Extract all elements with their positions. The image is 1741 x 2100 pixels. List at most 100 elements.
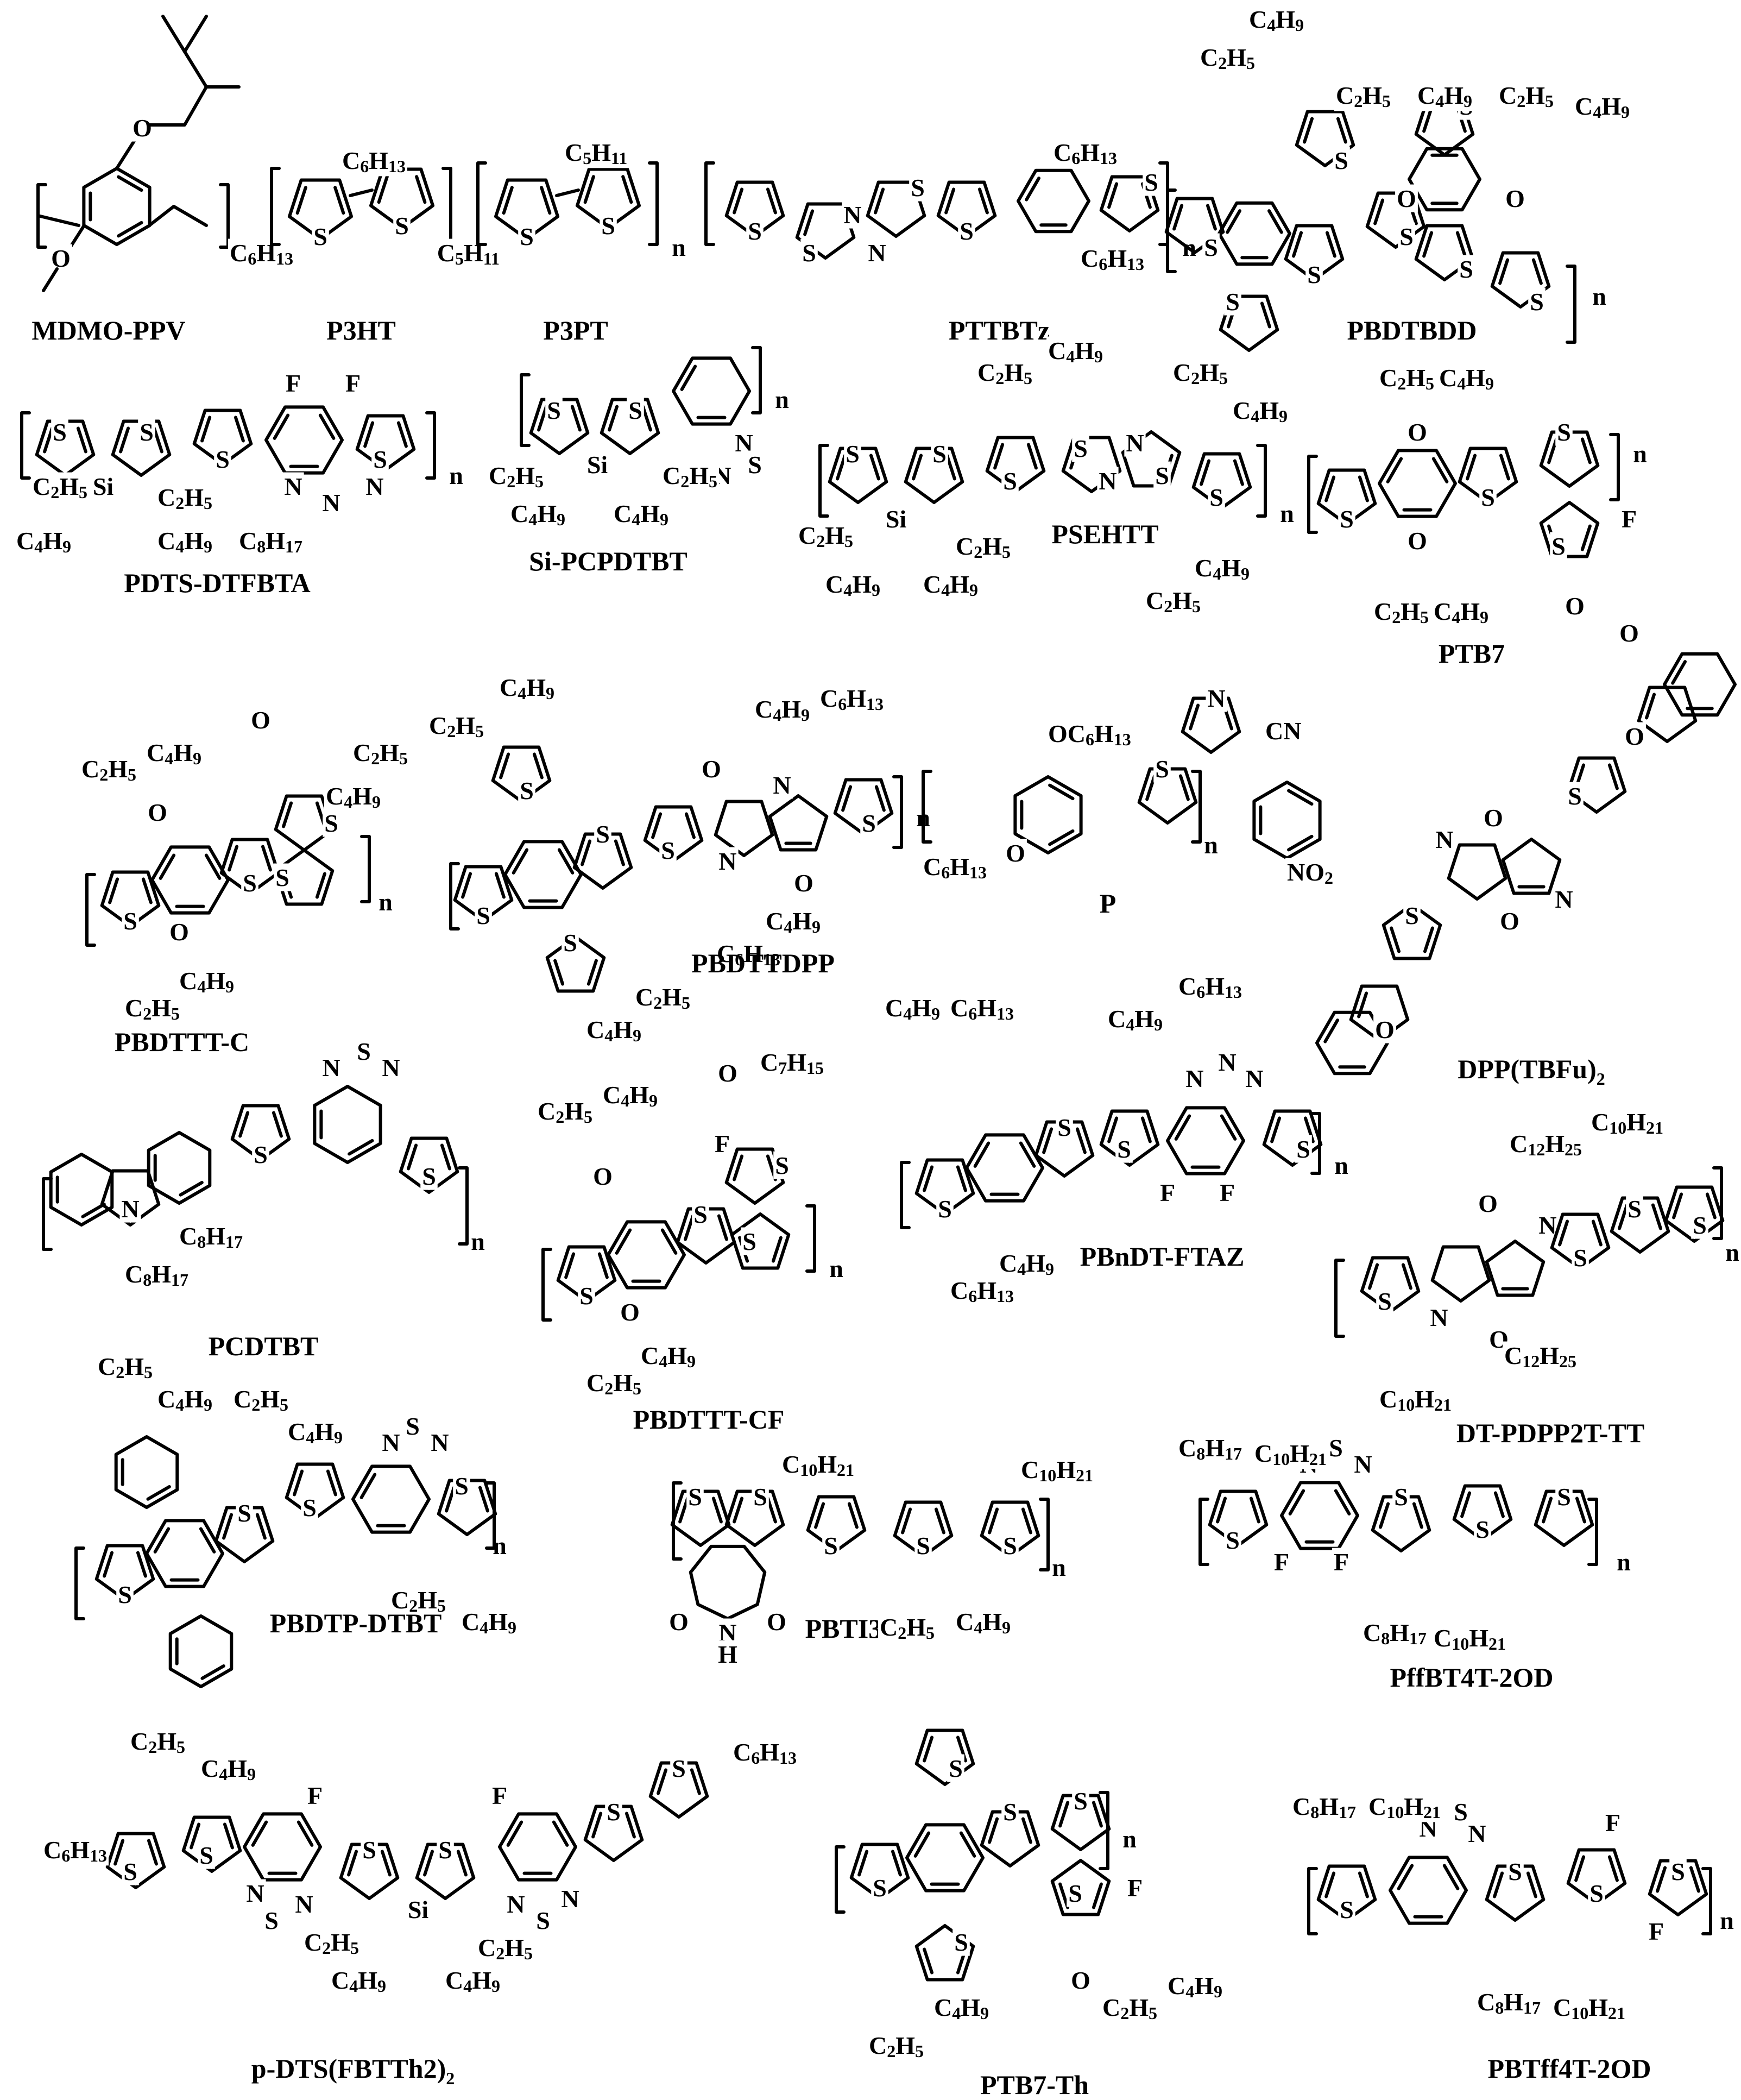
label-background — [1403, 901, 1421, 929]
label-background — [947, 1754, 964, 1782]
bond — [1025, 177, 1041, 202]
bond — [1493, 1491, 1505, 1518]
bond — [570, 405, 582, 432]
label-background — [91, 472, 116, 500]
atom-label-o: O — [593, 1162, 613, 1190]
compound-name-15: PBnDT-FTAZ — [1080, 1241, 1245, 1272]
bond — [1493, 1871, 1504, 1898]
atom-label-n: N — [322, 1054, 340, 1082]
atom-label-f: F — [1649, 1917, 1664, 1945]
atom-label-c4h9: C4H9 — [1195, 554, 1250, 584]
atom-label-o: O — [1478, 1190, 1498, 1217]
bond — [934, 1507, 945, 1535]
atom-label-c2h5: C2H5 — [429, 712, 484, 741]
label-background — [1479, 483, 1497, 511]
atom-label-o: O — [718, 1059, 737, 1087]
bond — [956, 1165, 967, 1192]
bond — [766, 1497, 777, 1524]
atom-label-s: S — [596, 820, 610, 848]
bond — [255, 1513, 267, 1540]
label-background — [765, 1607, 788, 1636]
label-background — [954, 1607, 1013, 1638]
five-membered-ring — [806, 1495, 867, 1552]
bond — [81, 1202, 106, 1218]
label-background — [1623, 722, 1646, 750]
bond — [478, 1486, 489, 1513]
bond — [1292, 231, 1303, 258]
bond — [959, 1831, 976, 1858]
atom-label-n: N — [1218, 1048, 1236, 1076]
bond — [1256, 444, 1267, 518]
label-background — [958, 217, 975, 245]
bond — [1166, 188, 1177, 273]
bond — [251, 1820, 268, 1847]
label-background — [563, 138, 629, 168]
bond — [690, 1768, 701, 1795]
bond — [537, 405, 548, 432]
bond — [223, 1822, 234, 1850]
atom-label-s: S — [476, 902, 490, 929]
bond — [1587, 1498, 1598, 1566]
label-background — [753, 695, 812, 725]
label-background — [252, 1140, 269, 1168]
label-background — [1056, 1113, 1073, 1141]
atom-label-c2h5: C2H5 — [538, 1097, 592, 1127]
atom-label-s: S — [1530, 288, 1544, 316]
atom-label-s: S — [1003, 1532, 1017, 1560]
atom-label-s: S — [275, 864, 289, 891]
bond — [407, 1143, 418, 1171]
label-background — [1338, 505, 1355, 533]
atom-label-c4h9: C4H9 — [1417, 81, 1472, 111]
atom-label-s: S — [1057, 1114, 1071, 1141]
atom-label-s: S — [395, 212, 409, 240]
label-background — [509, 499, 567, 530]
bond — [1092, 1882, 1103, 1909]
atom-label-s: S — [373, 445, 387, 473]
bond — [1431, 457, 1449, 483]
atom-label-n: n — [379, 888, 393, 916]
label-background — [49, 244, 72, 272]
label-background — [343, 369, 363, 397]
label-background — [717, 847, 739, 875]
bond — [1021, 1817, 1032, 1844]
atom-label-c8h17: C8H17 — [1363, 1619, 1427, 1649]
bond — [557, 848, 575, 875]
label-background — [518, 222, 535, 250]
atom-label-s: S — [661, 837, 675, 864]
atom-label-n: n — [775, 386, 789, 413]
atom-label-o: O — [1397, 185, 1416, 212]
bond — [805, 1204, 816, 1273]
atom-label-c4h9: C4H9 — [445, 1966, 500, 1996]
atom-label-si: Si — [93, 473, 114, 500]
atom-label-c10h21: C10H21 — [1368, 1793, 1441, 1822]
atom-label-f: F — [492, 1782, 507, 1809]
label-background — [1691, 1211, 1708, 1239]
bond — [900, 1161, 911, 1229]
atom-label-n: N — [1354, 1450, 1372, 1478]
atom-label-s: S — [243, 869, 257, 897]
bond — [684, 1214, 695, 1241]
label-background — [1285, 858, 1335, 888]
atom-label-s: S — [406, 1412, 420, 1440]
atom-label-n: n — [449, 462, 463, 489]
bond — [901, 1507, 912, 1535]
benzene-ring — [1378, 449, 1457, 518]
label-background — [1338, 1895, 1355, 1923]
atom-label-c2h5: C2H5 — [478, 1934, 533, 1964]
bond — [1307, 1867, 1318, 1935]
atom-label-s: S — [824, 1532, 838, 1560]
label-background — [627, 396, 644, 424]
atom-label-c4h9: C4H9 — [586, 1016, 641, 1046]
compound-name-13: PCDTBT — [209, 1331, 319, 1361]
atom-label-c4h9: C4H9 — [641, 1342, 696, 1372]
compound-name-11: P — [1100, 888, 1116, 919]
atom-label-s: S — [118, 1581, 132, 1608]
atom-label-s: S — [455, 1472, 469, 1500]
bond — [136, 1551, 147, 1578]
bond — [179, 1180, 204, 1197]
bond — [1174, 1114, 1191, 1141]
label-background — [1588, 1879, 1605, 1907]
atom-label-c4h9: C4H9 — [1249, 5, 1304, 35]
atom-label-c2h5: C2H5 — [635, 983, 690, 1013]
